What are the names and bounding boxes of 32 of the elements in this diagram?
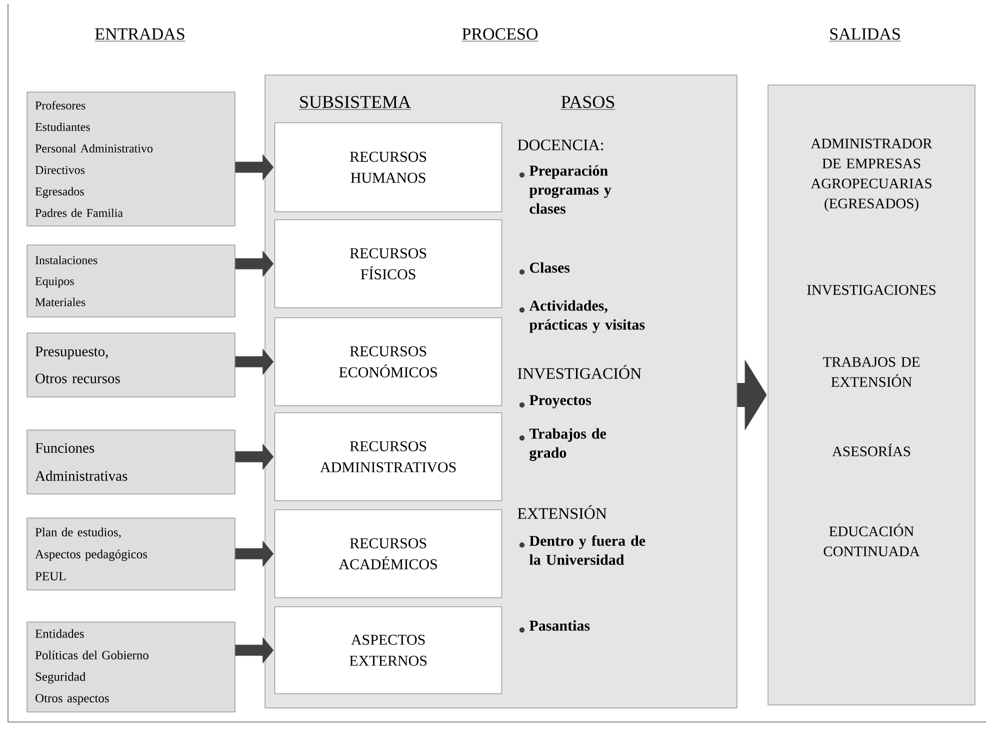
output-item: INVESTIGACIONES	[807, 285, 936, 295]
step-heading: DOCENCIA:	[518, 140, 603, 150]
section-heading: PASOS	[560, 96, 616, 110]
bullet-item: Preparación programas y clases	[529, 165, 612, 214]
step-heading: INVESTIGACIÓN	[518, 365, 642, 379]
input-box: Profesores Estudiantes Personal Administrativo Directivos Egresados Padres de Familia	[26, 92, 236, 226]
input-box: Instalaciones Equipos Materiales	[26, 244, 236, 318]
input-box: Funciones Administrativas	[26, 430, 236, 494]
subsystem-box: RECURSOS HUMANOS	[274, 122, 502, 212]
subsystem-box: RECURSOS ACADÉMICOS	[274, 510, 502, 598]
subsystem-box: RECURSOS ECONÓMICOS	[274, 318, 502, 406]
subsystem-box: RECURSOS FÍSICOS	[274, 220, 502, 308]
bullet-item: Clases	[530, 262, 570, 273]
bullet-item: Pasantias	[529, 620, 590, 631]
output-item: TRABAJOS DE EXTENSIÓN	[823, 357, 920, 387]
input-box: Entidades Políticas del Gobierno Seguridad Otros aspectos	[26, 622, 236, 712]
column-heading: PROCESO	[462, 28, 538, 42]
bullet-item: Proyectos	[529, 395, 592, 408]
output-item: ASESORÍAS	[832, 444, 910, 456]
input-box: Presupuesto, Otros recursos	[26, 332, 236, 398]
bullet-item: Dentro y fuera de la Universidad	[529, 535, 646, 565]
output-item: EDUCACIÓN CONTINUADA	[824, 524, 920, 556]
bullet-item: Actividades, prácticas y visitas	[529, 300, 645, 333]
subsystem-box: RECURSOS ADMINISTRATIVOS	[274, 412, 502, 501]
output-item: ADMINISTRADOR DE EMPRESAS AGROPECUARIAS (EGRESADOS)	[810, 138, 932, 212]
subsystem-box: ASPECTOS EXTERNOS	[274, 606, 502, 694]
step-heading: EXTENSIÓN	[518, 505, 607, 519]
section-heading: SUBSISTEMA	[298, 96, 412, 110]
input-box: Plan de estudios, Aspectos pedagógicos PEUL	[26, 518, 236, 590]
bullet-item: Trabajos de grado	[529, 428, 606, 461]
column-heading: ENTRADAS	[94, 28, 186, 42]
column-heading: SALIDAS	[828, 28, 902, 42]
